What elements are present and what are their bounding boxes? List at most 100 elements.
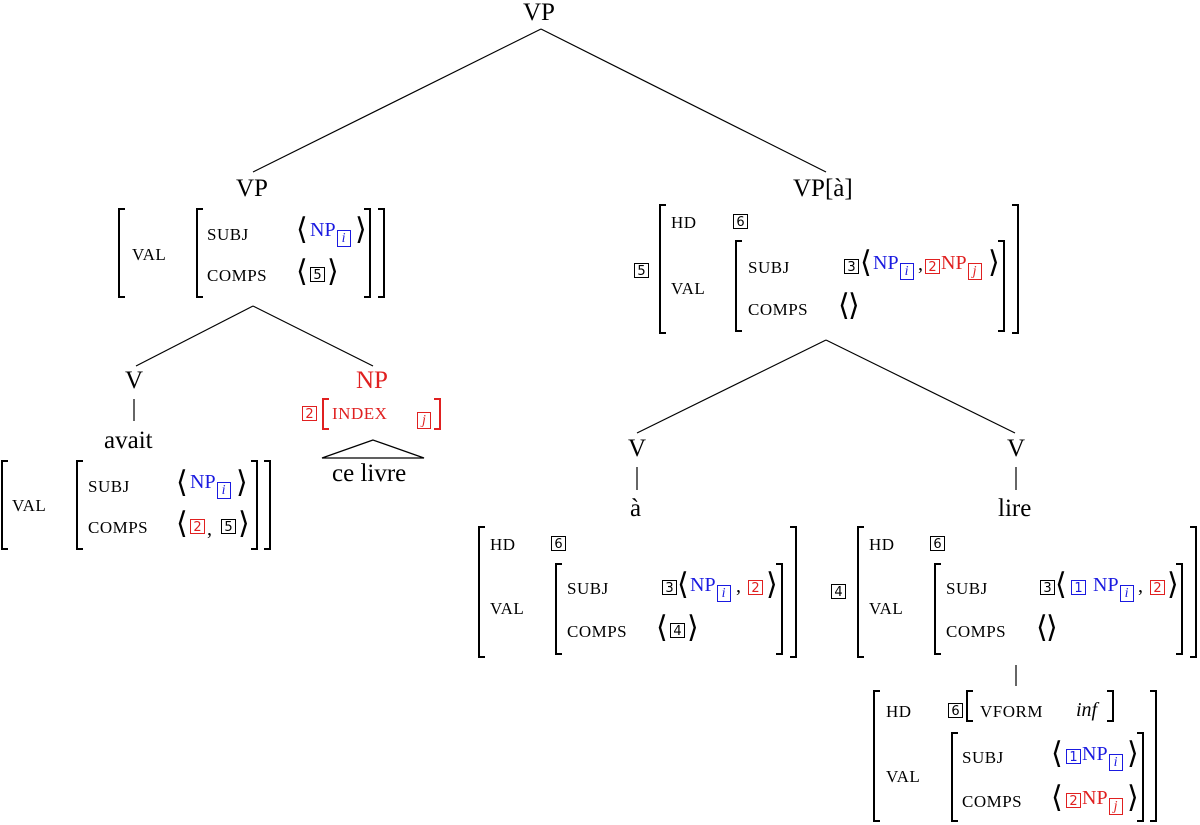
feat-comps: COMPS [567,622,628,641]
rangle: ⟩ [766,567,778,602]
feat-subj: SUBJ [962,748,1004,767]
langle: ⟨ [656,610,668,645]
langle: ⟨ [176,506,188,541]
feat-subj: SUBJ [946,579,988,598]
langle: ⟨ [677,567,689,602]
tag-5: 5 [634,263,649,279]
branch-root-left [252,28,542,173]
node-v-a: V [628,435,647,462]
node-np: NP [356,367,388,394]
tag-5: 5 [310,267,325,283]
langle: ⟨ [176,465,188,500]
tag-2: 2 [190,519,205,535]
feat-hd: HD [886,702,912,721]
feat-val: VAL [12,496,47,515]
word-a: à [630,495,642,522]
feat-hd: HD [490,535,516,554]
feat-index: INDEX [332,404,388,423]
triangle-np [321,439,425,459]
feat-hd: HD [671,213,697,232]
rangle: ⟩ [1046,610,1058,645]
rangle: ⟩ [687,610,699,645]
rangle: ⟩ [1127,736,1139,771]
tag-2: 2 [925,259,940,275]
comma: , [918,253,923,275]
rangle: ⟩ [238,506,250,541]
tag-3: 3 [662,580,677,596]
branch-rightvp-v1 [636,339,827,434]
tag-2: 2 [748,580,763,596]
tag-2: 2 [302,406,317,422]
rangle: ⟩ [1127,780,1139,815]
rangle: ⟩ [327,254,339,289]
tag-4: 4 [831,584,846,600]
langle: ⟨ [296,212,308,247]
feat-val: VAL [869,599,904,618]
langle: ⟨ [1051,780,1063,815]
feat-comps: COMPS [748,300,809,319]
branch-root-right [540,28,827,173]
feat-subj: SUBJ [748,258,790,277]
tag-4: 4 [670,623,685,639]
feat-comps: COMPS [207,266,268,285]
branch-leftvp-np [252,305,374,367]
node-v-lire: V [1007,435,1026,462]
tag-3: 3 [1040,580,1055,596]
word-lire: lire [998,495,1032,522]
langle: ⟨ [860,245,872,280]
word-avait: avait [104,427,153,454]
langle: ⟨ [838,288,850,323]
feat-val: VAL [132,245,167,264]
rangle: ⟩ [988,245,1000,280]
tag-2: 2 [1150,580,1165,596]
tag-5: 5 [221,519,236,535]
tag-6: 6 [930,536,945,552]
tag-6: 6 [948,703,963,719]
branch-leftvp-v [135,305,254,367]
langle: ⟨ [296,254,308,289]
vform-inf: inf [1076,699,1098,721]
feat-comps: COMPS [88,518,149,537]
feat-val: VAL [671,279,706,298]
tag-6: 6 [551,536,566,552]
feat-subj: SUBJ [207,225,249,244]
tag-1: 1 [1066,749,1081,765]
tag-1: 1 [1071,580,1086,596]
node-v-avait: V [125,367,144,394]
node-left-vp: VP [236,175,268,202]
feat-comps: COMPS [946,622,1007,641]
feat-comps: COMPS [962,792,1023,811]
feat-subj: SUBJ [567,579,609,598]
rangle: ⟩ [848,288,860,323]
index-j: j [416,402,431,429]
feat-vform: VFORM [980,702,1043,721]
rangle: ⟩ [355,212,367,247]
langle: ⟨ [1051,736,1063,771]
feat-subj: SUBJ [88,477,130,496]
tag-2: 2 [1066,793,1081,809]
word-ce-livre: ce livre [332,460,407,487]
rangle: ⟩ [236,465,248,500]
node-right-vp: VP[à] [793,175,853,202]
tag-6: 6 [733,214,748,230]
comma: , [207,518,212,540]
langle: ⟨ [1055,567,1067,602]
tag-3: 3 [844,259,859,275]
feat-val: VAL [490,599,525,618]
comma: , [1138,575,1143,597]
comma: , [736,575,741,597]
langle: ⟨ [1036,610,1048,645]
rangle: ⟩ [1167,567,1179,602]
node-root-vp: VP [523,0,555,26]
feat-hd: HD [869,535,895,554]
